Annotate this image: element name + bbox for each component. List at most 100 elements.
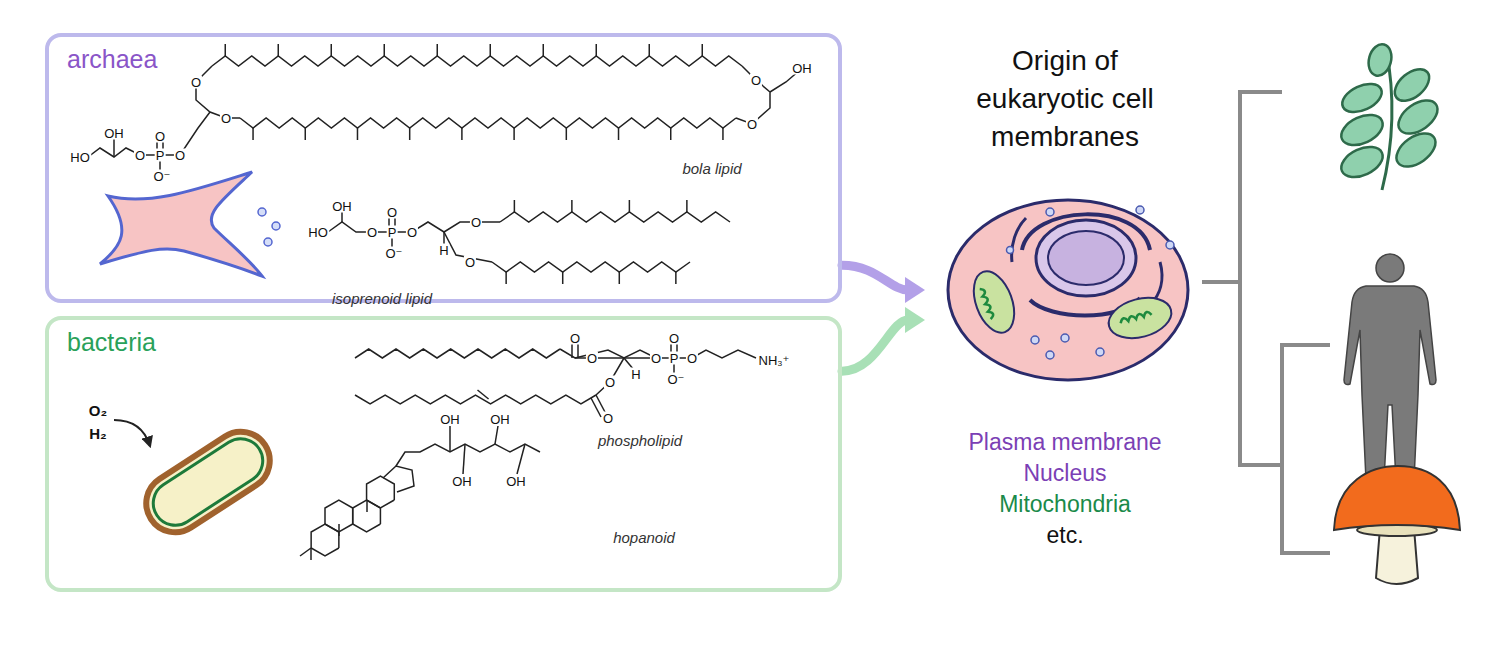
atom-label: O⁻ <box>667 373 686 386</box>
bond <box>505 272 507 284</box>
atom-label: OH <box>791 62 813 75</box>
atom-label: O <box>604 376 616 389</box>
bond <box>463 444 465 474</box>
atom-label: O <box>174 149 186 162</box>
atom-label: O <box>406 226 418 239</box>
archaeon-cell <box>100 172 280 276</box>
bond <box>629 200 631 212</box>
atom-label: OH <box>489 413 511 426</box>
atom-label: OH <box>103 127 125 140</box>
structure-name: hopanoid <box>613 530 675 545</box>
bond <box>562 272 564 284</box>
bond <box>300 548 311 556</box>
bond <box>196 66 240 118</box>
bond <box>240 118 736 128</box>
node-title: archaea <box>67 45 157 74</box>
bond <box>490 44 492 56</box>
bond <box>566 128 568 140</box>
bond <box>366 500 368 512</box>
gas-label: O₂ <box>89 403 107 418</box>
bond <box>675 272 677 284</box>
atom-label: O⁻ <box>153 170 172 183</box>
eukaryote-group: Origin of eukaryotic cell membranesPlasm… <box>925 42 1205 559</box>
bond <box>355 395 596 404</box>
bond <box>736 66 770 124</box>
atom-label: HO <box>69 151 91 164</box>
eukaryotic-cell <box>948 200 1188 380</box>
bond <box>514 200 516 212</box>
list-item: Nucleus <box>925 458 1205 489</box>
bond <box>355 349 560 358</box>
atom-label: O <box>464 256 476 269</box>
tree-bracket <box>1202 92 1330 553</box>
curved-arrow <box>842 265 925 303</box>
bond <box>649 44 651 56</box>
bond <box>596 358 624 395</box>
atom-label: O <box>586 352 598 365</box>
atom-label: O <box>386 206 398 219</box>
bond <box>384 44 386 56</box>
bond <box>225 44 227 56</box>
list-item: etc. <box>925 520 1205 551</box>
bond <box>409 128 411 140</box>
bond <box>478 390 489 399</box>
bond <box>596 44 598 56</box>
curved-arrow <box>842 307 925 371</box>
bond <box>560 349 656 358</box>
bond <box>495 426 498 444</box>
bond <box>383 466 414 492</box>
gas-arrow <box>114 420 150 446</box>
bond <box>618 128 620 140</box>
bond <box>252 128 254 140</box>
bond <box>396 444 540 466</box>
structure-name: bola lipid <box>682 161 741 176</box>
bond <box>702 44 704 56</box>
bond <box>513 128 515 140</box>
atom-label: O <box>569 332 581 345</box>
atom-label: P <box>155 149 166 162</box>
human-icon <box>1344 254 1436 480</box>
atom-label: OH <box>505 475 527 488</box>
atom-label: P <box>669 352 680 365</box>
bond <box>500 212 730 222</box>
bond <box>492 262 690 272</box>
gas-label: H₂ <box>89 426 107 441</box>
atom-label: HO <box>307 226 329 239</box>
bond <box>543 44 545 56</box>
atom-label: O <box>686 352 698 365</box>
list-item: Mitochondria <box>925 489 1205 520</box>
list-item: Plasma membrane <box>925 427 1205 458</box>
bond <box>357 128 359 140</box>
atom-label: O <box>134 149 146 162</box>
atom-label: OH <box>439 413 461 426</box>
component-list: Plasma membraneNucleusMitochondriaetc. <box>925 427 1205 551</box>
bond <box>670 128 672 140</box>
bond <box>278 44 280 56</box>
bond <box>331 44 333 56</box>
atom-label: O <box>470 216 482 229</box>
bond <box>571 200 573 212</box>
bond <box>212 56 742 66</box>
atom-label: O <box>154 130 166 143</box>
bond <box>591 398 601 417</box>
bond <box>305 128 307 140</box>
arrow-line <box>842 265 908 290</box>
mushroom-icon <box>1334 466 1460 584</box>
atom-label: O <box>750 74 762 87</box>
atom-label: NH₃⁺ <box>758 354 791 367</box>
atom-label: O <box>746 118 758 131</box>
bond <box>338 524 340 536</box>
bond <box>449 426 451 452</box>
atom-label: OH <box>451 475 473 488</box>
atom-label: O <box>190 76 202 89</box>
atom-label: O <box>650 352 662 365</box>
atom-label: O <box>668 332 680 345</box>
node-title: bacteria <box>67 328 156 357</box>
atom-label: P <box>387 226 398 239</box>
node-title: Origin of eukaryotic cell membranes <box>945 42 1185 155</box>
bond <box>461 128 463 140</box>
atom-label: O⁻ <box>385 247 404 260</box>
